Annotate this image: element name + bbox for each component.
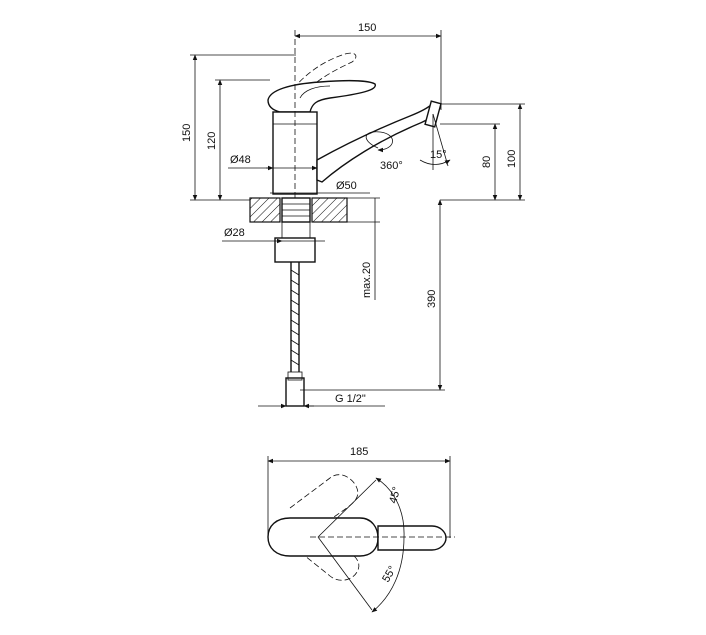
label-body-diameter: Ø48 (230, 154, 251, 166)
plan-spout (377, 525, 447, 551)
label-angle-45: 45° (387, 486, 403, 505)
label-max-thickness: max.20 (361, 262, 373, 298)
mounting-deck-right (311, 197, 348, 223)
label-spout-angle: 15° (430, 149, 447, 161)
label-spout-height-100: 100 (506, 150, 518, 168)
handle-outline (267, 79, 376, 113)
rotation-arc (365, 131, 393, 153)
label-height-total: 150 (181, 124, 193, 142)
label-rotation: 360° (380, 160, 403, 172)
label-height-body: 120 (206, 132, 218, 150)
fixing-nut (274, 237, 316, 263)
label-thread-diameter: Ø28 (224, 227, 245, 239)
spout-outline (316, 103, 442, 183)
mounting-deck-left (249, 197, 281, 223)
hose-fitting (285, 377, 305, 407)
arc-45 (375, 477, 405, 538)
side-view (249, 30, 442, 407)
label-width-top: 150 (358, 22, 376, 34)
label-connection: G 1/2" (335, 393, 366, 405)
plan-view-dimensions: 185 45° 55° (267, 446, 451, 613)
handle-ghost-outline (287, 52, 357, 99)
label-angle-55: 55° (380, 564, 399, 584)
label-width-plan: 185 (350, 446, 368, 458)
plan-view (267, 474, 455, 581)
arc-55 (371, 536, 405, 613)
label-hose-length: 390 (426, 290, 438, 308)
label-spout-height-80: 80 (481, 156, 493, 168)
side-view-dimensions: 150 150 120 Ø48 Ø50 360° 15° 80 100 (181, 22, 525, 409)
label-base-diameter: Ø50 (336, 180, 357, 192)
